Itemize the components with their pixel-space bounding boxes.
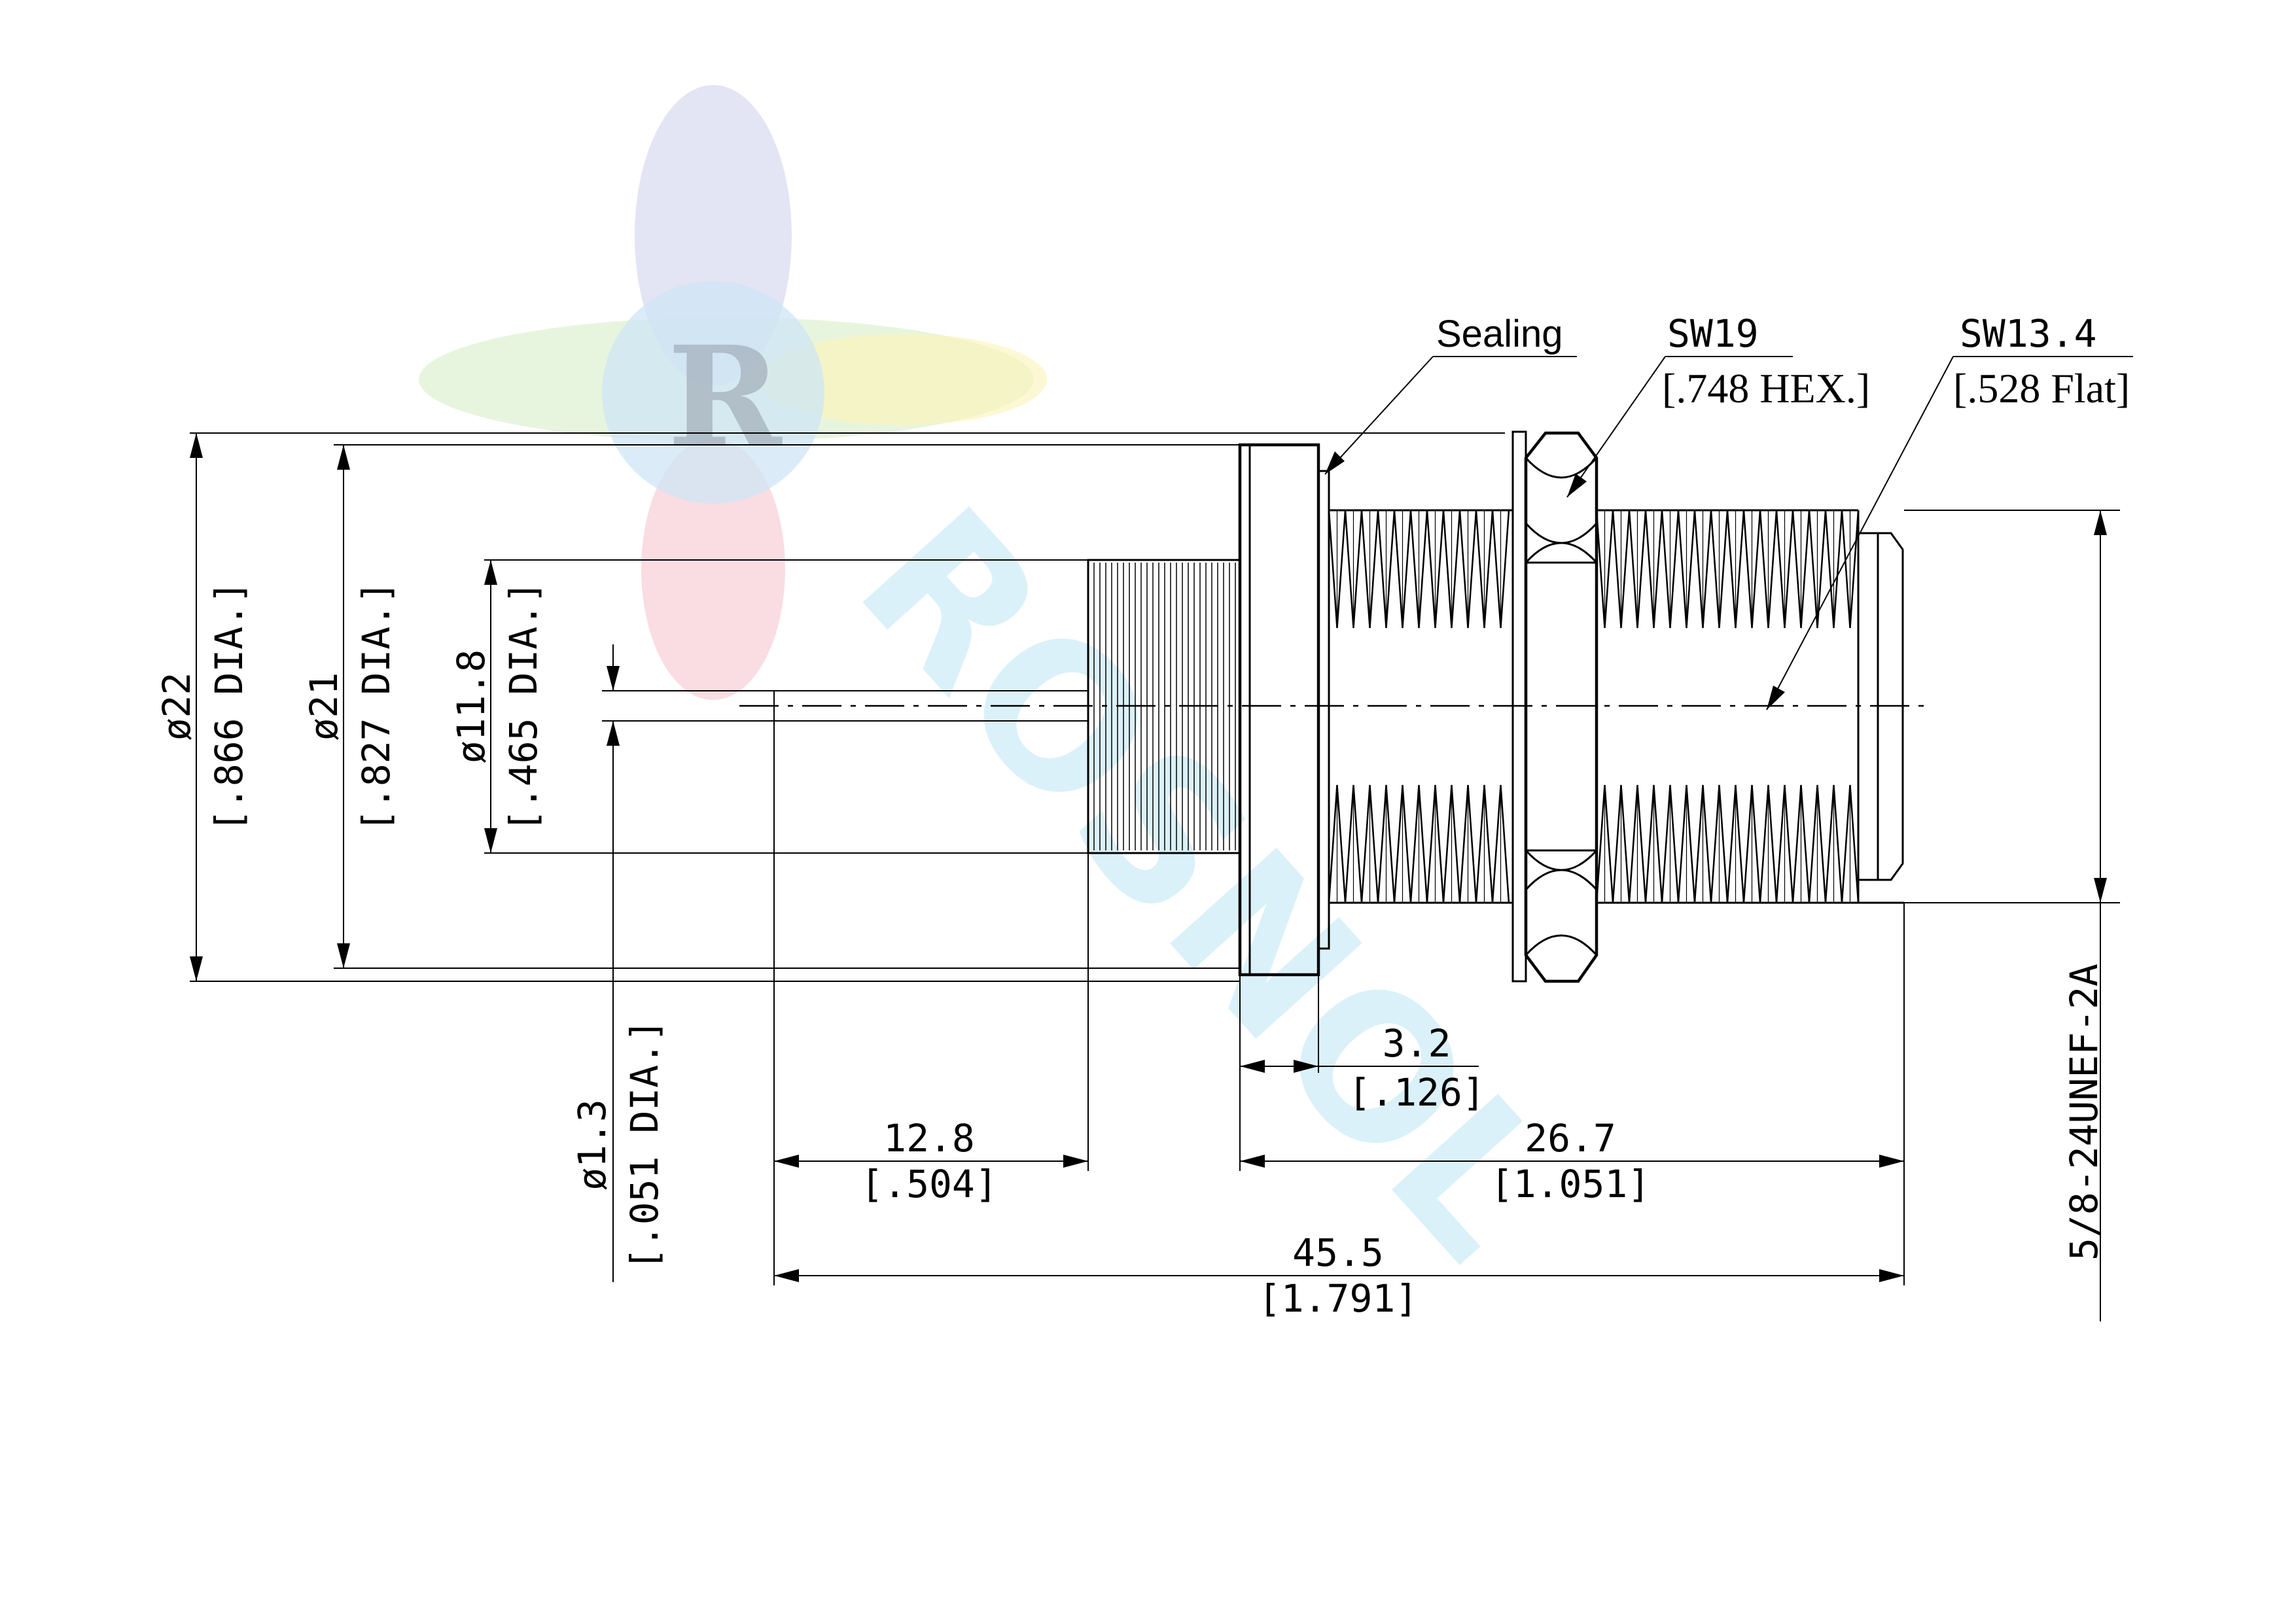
callout-leaders [1324,356,2133,710]
sw134-label: SW13.4 [1960,311,2097,356]
sw134-inch-label: [.528 Flat] [1953,365,2130,411]
len455-inch-label: [1.791] [1258,1276,1418,1321]
d118-label: ø11.8 [449,650,493,764]
sw19-inch-label: [.748 HEX.] [1662,365,1870,411]
watermark-logo-letter: R [667,316,783,478]
len267-label: 26.7 [1525,1116,1616,1161]
thread-spec-label: 5/8-24UNEF-2A [2062,964,2106,1261]
d21-label: ø21 [302,672,346,741]
len128-inch-label: [.504] [860,1162,998,1206]
sealing-label: Sealing [1436,313,1563,355]
dimension-lines [190,432,2120,1321]
d21-inch-label: [.827 DIA.] [354,581,398,832]
len32-label: 3.2 [1383,1021,1451,1066]
d13-label: ø1.3 [570,1099,614,1191]
sealing-gasket [1317,470,1330,950]
len455-label: 45.5 [1292,1230,1384,1275]
connector-body [739,430,1930,983]
d13-inch-label: [.051 DIA.] [622,1019,667,1270]
sw19-label: SW19 [1667,311,1759,356]
watermark-logo-icon: R [419,85,1047,700]
d118-inch-label: [.465 DIA.] [501,581,546,832]
len32-inch-label: [.126] [1348,1070,1485,1115]
labels: Sealing SW19 [.748 HEX.] SW13.4 [.528 Fl… [154,311,2130,1321]
hex-nut [1524,431,1598,983]
d22-inch-label: [.866 DIA.] [207,581,251,832]
len128-label: 12.8 [883,1116,975,1161]
len267-inch-label: [1.051] [1491,1162,1650,1206]
d22-label: ø22 [154,672,199,741]
thread-teeth [1328,510,1860,903]
